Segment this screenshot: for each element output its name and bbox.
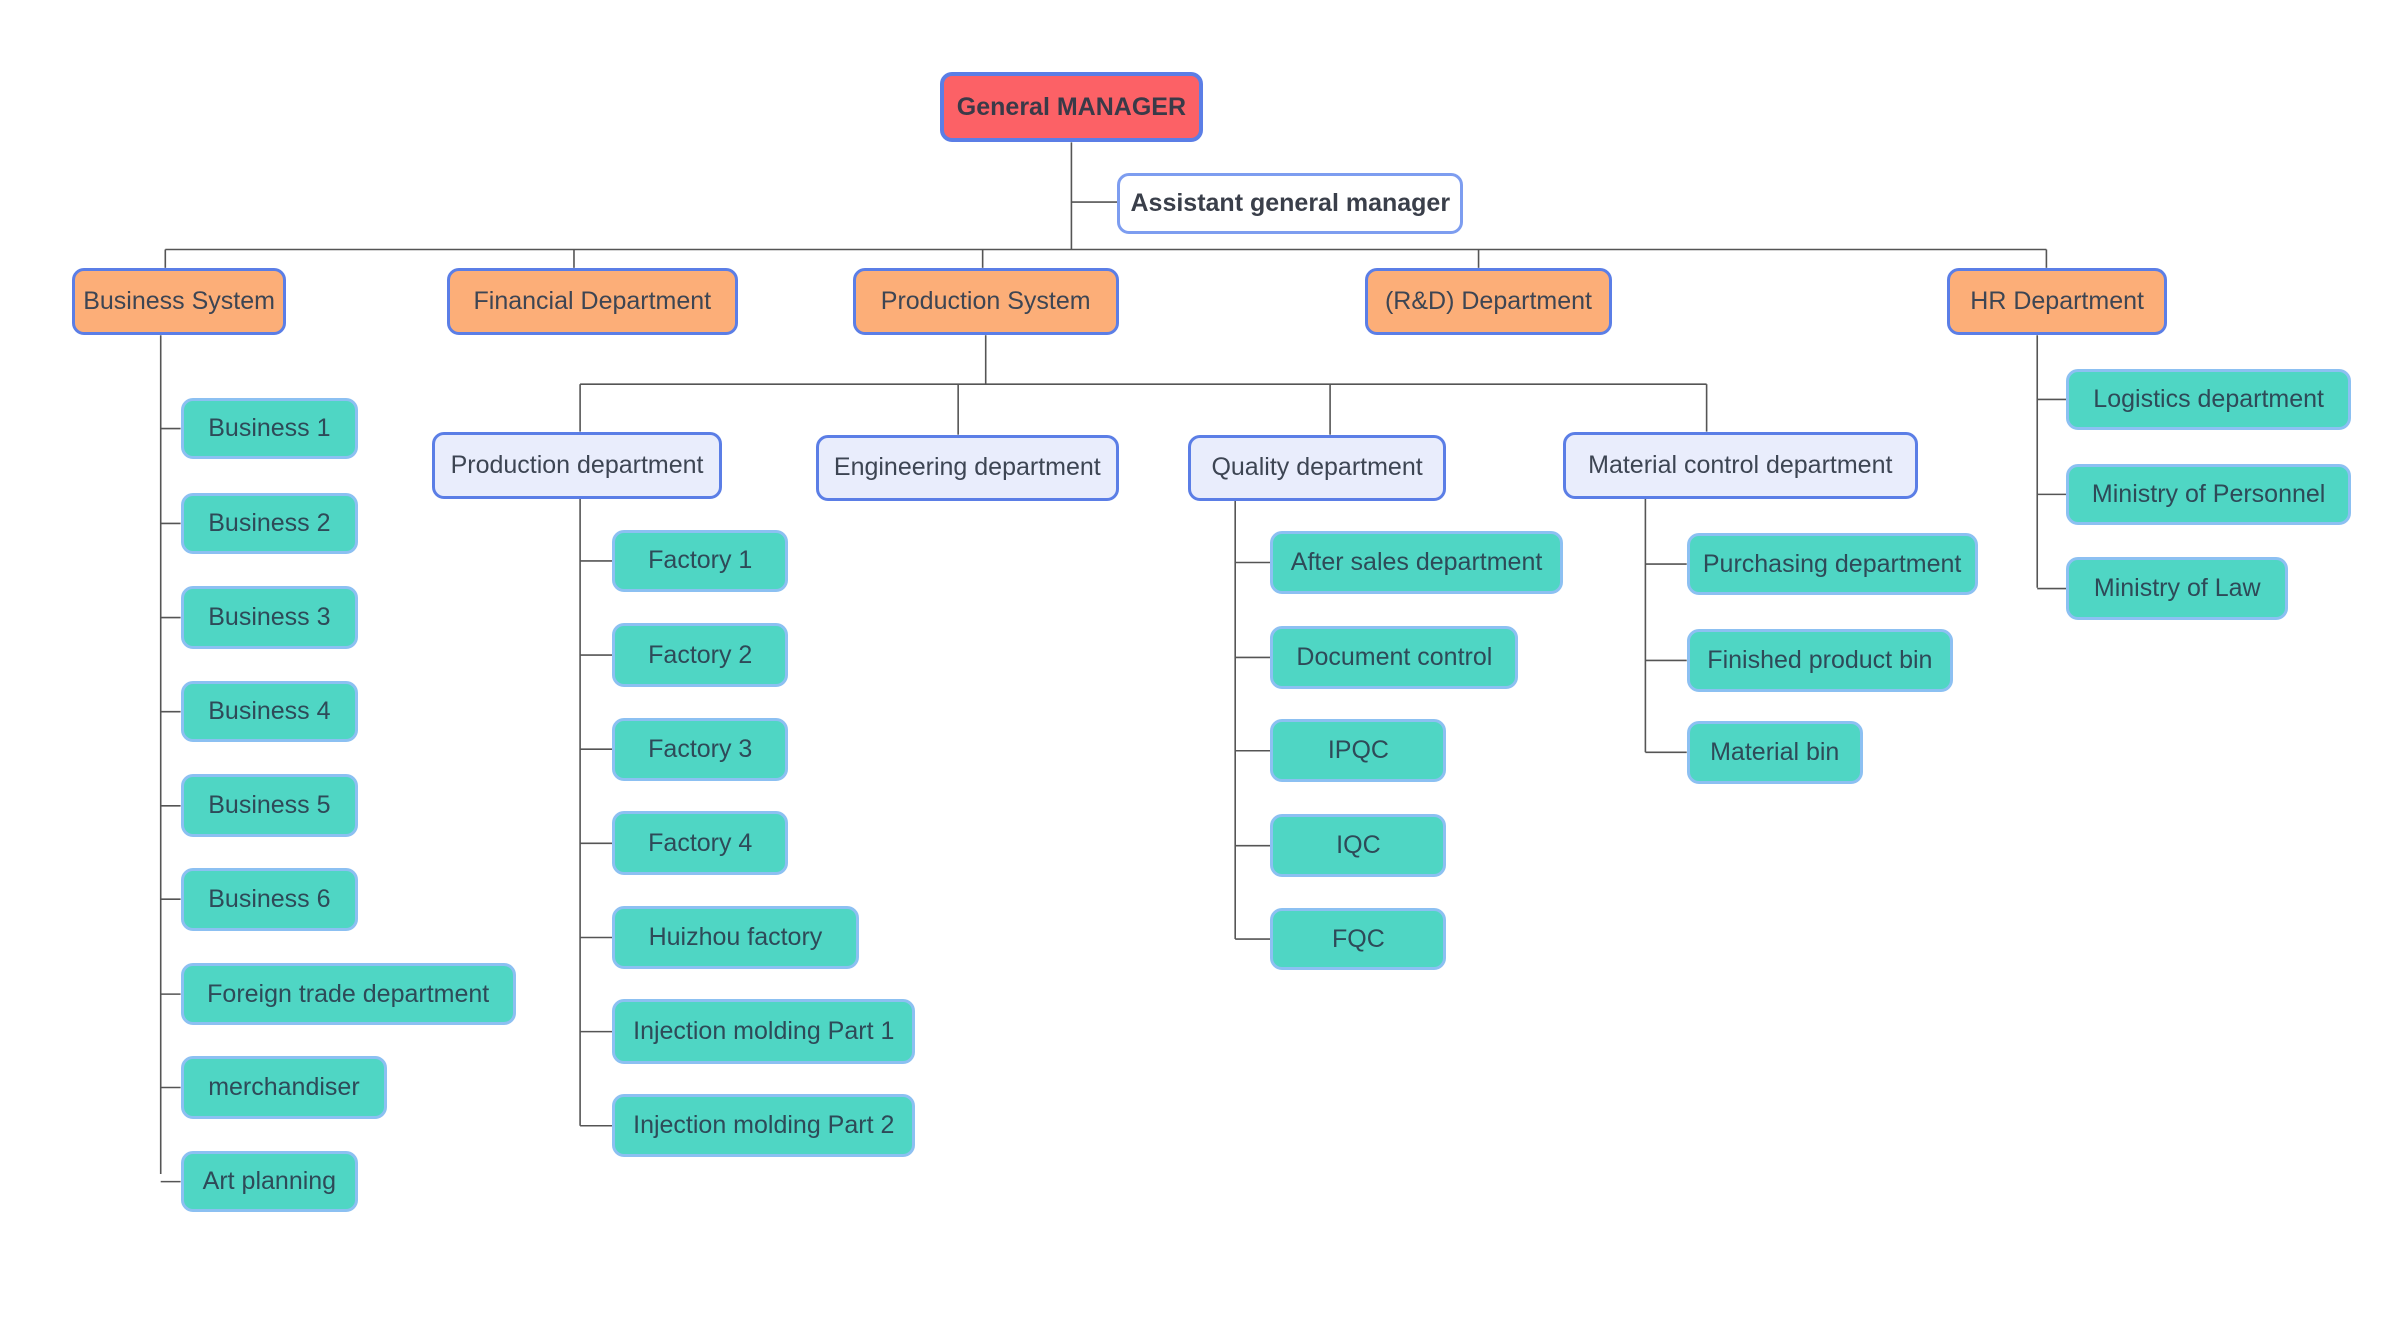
business-item-business-5[interactable]: Business 5: [180, 774, 359, 838]
department-rnd[interactable]: (R&D) Department: [1365, 267, 1612, 336]
department-production[interactable]: Production System: [852, 267, 1119, 336]
quality-department-item-iqc[interactable]: IQC: [1270, 814, 1447, 878]
production-department-item-injection-molding-part-1[interactable]: Injection molding Part 1: [612, 999, 916, 1064]
business-item-merchandiser[interactable]: merchandiser: [180, 1056, 388, 1119]
production-department-item-factory-3[interactable]: Factory 3: [612, 717, 789, 781]
business-item-business-4[interactable]: Business 4: [180, 681, 359, 743]
production-department[interactable]: Production department: [431, 431, 723, 499]
hr-item-logistics-department[interactable]: Logistics department: [2066, 368, 2351, 431]
department-hr[interactable]: HR Department: [1946, 267, 2168, 336]
quality-department-item-ipqc[interactable]: IPQC: [1270, 719, 1447, 783]
production-department-item-factory-1[interactable]: Factory 1: [612, 529, 789, 593]
material-control-department-item-finished-product-bin[interactable]: Finished product bin: [1686, 629, 1954, 692]
material-control-department-item-purchasing-department[interactable]: Purchasing department: [1686, 532, 1978, 596]
production-department-item-factory-2[interactable]: Factory 2: [612, 622, 789, 688]
department-financial[interactable]: Financial Department: [446, 267, 738, 336]
business-item-foreign-trade-department[interactable]: Foreign trade department: [180, 962, 516, 1026]
quality-department-item-after-sales-department[interactable]: After sales department: [1270, 531, 1563, 594]
department-business[interactable]: Business System: [71, 267, 287, 336]
quality-department-item-fqc[interactable]: FQC: [1270, 907, 1447, 971]
assistant-general-manager-node[interactable]: Assistant general manager: [1117, 172, 1464, 235]
engineering-department[interactable]: Engineering department: [815, 434, 1119, 501]
production-department-item-huizhou-factory[interactable]: Huizhou factory: [612, 906, 859, 969]
production-department-item-factory-4[interactable]: Factory 4: [612, 811, 789, 876]
production-department-item-injection-molding-part-2[interactable]: Injection molding Part 2: [612, 1094, 916, 1158]
business-item-business-1[interactable]: Business 1: [180, 397, 359, 460]
quality-department[interactable]: Quality department: [1187, 434, 1447, 501]
business-item-business-2[interactable]: Business 2: [180, 492, 359, 555]
business-item-business-3[interactable]: Business 3: [180, 586, 359, 649]
business-item-art-planning[interactable]: Art planning: [180, 1151, 359, 1213]
hr-item-ministry-of-personnel[interactable]: Ministry of Personnel: [2066, 463, 2351, 525]
business-item-business-6[interactable]: Business 6: [180, 867, 359, 931]
material-control-department-item-material-bin[interactable]: Material bin: [1686, 720, 1863, 784]
quality-department-item-document-control[interactable]: Document control: [1270, 626, 1519, 689]
material-control-department[interactable]: Material control department: [1562, 431, 1918, 499]
general-manager-node[interactable]: General MANAGER: [939, 71, 1204, 143]
hr-item-ministry-of-law[interactable]: Ministry of Law: [2066, 557, 2289, 620]
